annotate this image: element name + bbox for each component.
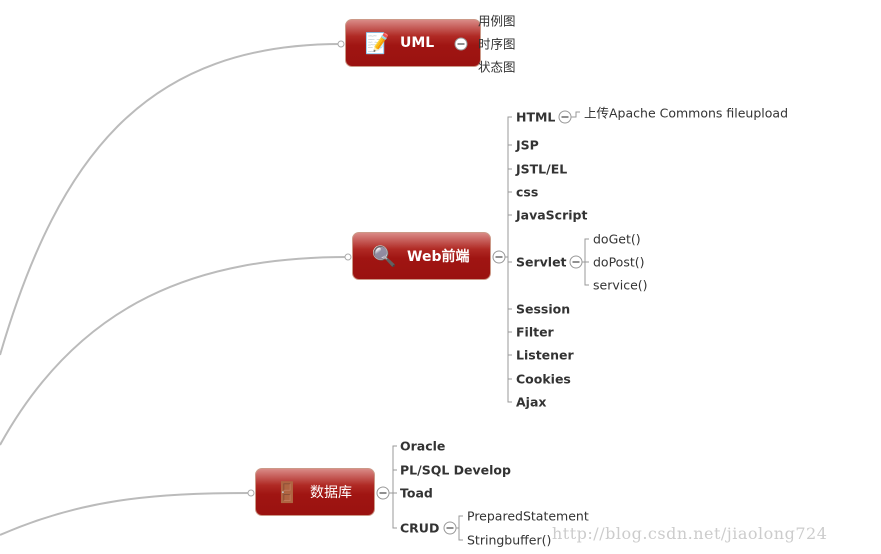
collapse-button-crud[interactable] (443, 521, 457, 535)
uml-child[interactable]: 状态图 (478, 59, 516, 75)
watermark: http://blog.csdn.net/jiaolong724 (552, 524, 828, 543)
uml-child[interactable]: 用例图 (478, 13, 516, 29)
node-database[interactable]: 🚪 数据库 (255, 468, 375, 516)
web-child[interactable]: Listener (516, 347, 574, 363)
web-child[interactable]: Filter (516, 324, 554, 340)
web-child[interactable]: css (516, 184, 539, 200)
uml-child[interactable]: 时序图 (478, 36, 516, 52)
crud-child[interactable]: PreparedStatement (467, 508, 589, 524)
web-child[interactable]: Session (516, 301, 571, 317)
servlet-child[interactable]: service() (593, 277, 648, 293)
collapse-button-web[interactable] (492, 250, 506, 264)
web-child[interactable]: JSTL/EL (516, 161, 568, 177)
collapse-button-servlet[interactable] (569, 255, 583, 269)
html-child[interactable]: 上传Apache Commons fileupload (584, 105, 788, 121)
web-child[interactable]: Cookies (516, 371, 571, 387)
collapse-button-db[interactable] (376, 486, 390, 500)
crud-child[interactable]: Stringbuffer() (467, 532, 552, 548)
db-child[interactable]: PL/SQL Develop (400, 462, 511, 478)
node-web[interactable]: 🔍 Web前端 (352, 232, 491, 280)
web-child[interactable]: JavaScript (516, 207, 588, 223)
db-child[interactable]: Toad (400, 485, 433, 501)
web-child[interactable]: Servlet (516, 254, 567, 270)
pencil-document-icon: 📝 (364, 31, 390, 55)
door-icon: 🚪 (274, 480, 300, 504)
magnifier-icon: 🔍 (371, 244, 397, 268)
web-child[interactable]: JSP (516, 137, 539, 153)
collapse-button-uml[interactable] (454, 37, 468, 51)
servlet-child[interactable]: doGet() (593, 231, 641, 247)
servlet-child[interactable]: doPost() (593, 254, 645, 270)
db-child[interactable]: Oracle (400, 438, 446, 454)
web-child[interactable]: Ajax (516, 394, 547, 410)
web-child[interactable]: HTML (516, 109, 556, 125)
collapse-button-html[interactable] (558, 110, 572, 124)
db-child[interactable]: CRUD (400, 520, 440, 536)
